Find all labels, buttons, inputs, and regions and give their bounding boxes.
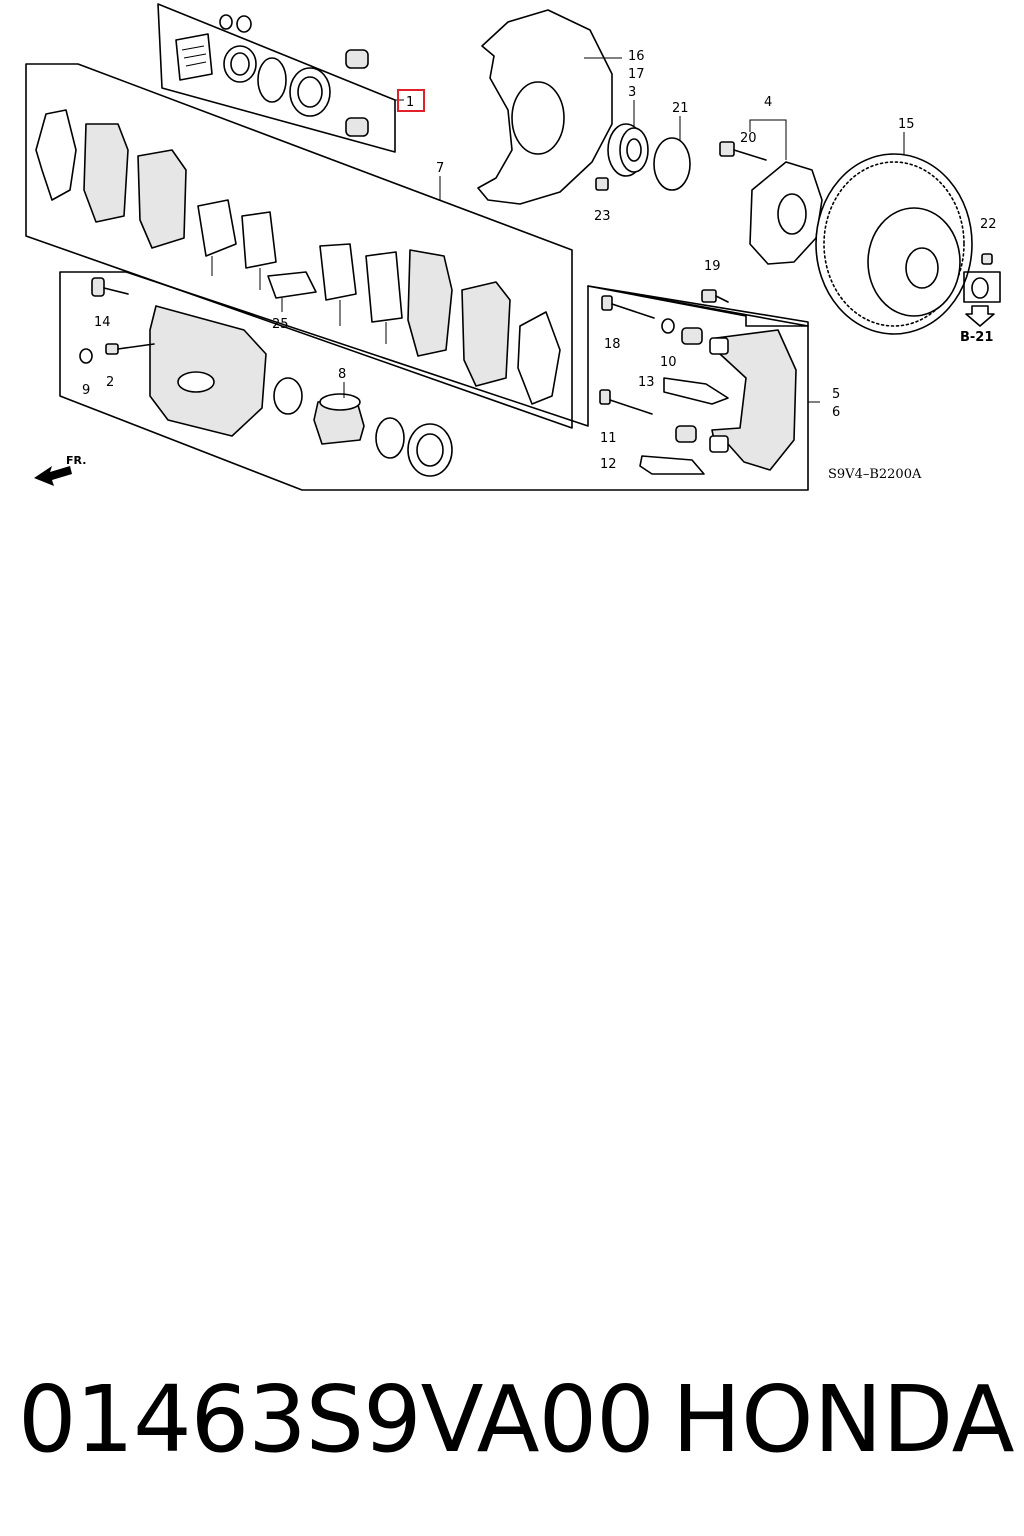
callout-23: 23 xyxy=(594,209,611,224)
callout-9: 9 xyxy=(82,383,90,398)
caliper-bracket-group xyxy=(587,285,820,475)
callout-20: 20 xyxy=(740,131,757,146)
front-arrow-icon xyxy=(34,466,72,486)
diagram-code: S9V4–B2200A xyxy=(828,467,922,482)
callout-5: 5 xyxy=(832,387,840,402)
callout-13: 13 xyxy=(638,375,655,390)
callout-11: 11 xyxy=(600,431,617,446)
callout-22: 22 xyxy=(980,217,997,232)
callout-4: 4 xyxy=(764,95,772,110)
callout-2: 2 xyxy=(106,375,114,390)
callout-1: 1 xyxy=(406,95,414,110)
highlight-box-1 xyxy=(397,89,425,112)
callout-6: 6 xyxy=(832,405,840,420)
callout-7: 7 xyxy=(436,161,444,176)
caption: 01463S9VA00 HONDA xyxy=(0,1360,1024,1480)
callout-19: 19 xyxy=(704,259,721,274)
callout-18: 18 xyxy=(604,337,621,352)
callout-3: 3 xyxy=(628,85,636,100)
callout-14: 14 xyxy=(94,315,111,330)
seal-kit-group xyxy=(157,3,404,153)
callout-12: 12 xyxy=(600,457,617,472)
callout-17: 17 xyxy=(628,67,645,82)
pad-set-group xyxy=(25,63,573,429)
callout-15: 15 xyxy=(898,117,915,132)
callout-10: 10 xyxy=(660,355,677,370)
callout-8: 8 xyxy=(338,367,346,382)
ref-label: B-21 xyxy=(960,330,993,345)
ref-arrow-icon xyxy=(965,305,995,327)
caliper-group xyxy=(59,271,809,491)
wheel-hub xyxy=(719,119,823,265)
callout-21: 21 xyxy=(672,101,689,116)
brake-disc xyxy=(815,132,973,335)
front-label: FR. xyxy=(66,454,86,467)
exploded-parts-diagram: 1 7 25 xyxy=(25,3,1001,491)
callout-25: 25 xyxy=(272,317,289,332)
brand-name: HONDA xyxy=(672,1366,1015,1473)
splash-shield xyxy=(477,9,622,205)
part-number: 01463S9VA00 xyxy=(18,1366,655,1473)
callout-16: 16 xyxy=(628,49,645,64)
